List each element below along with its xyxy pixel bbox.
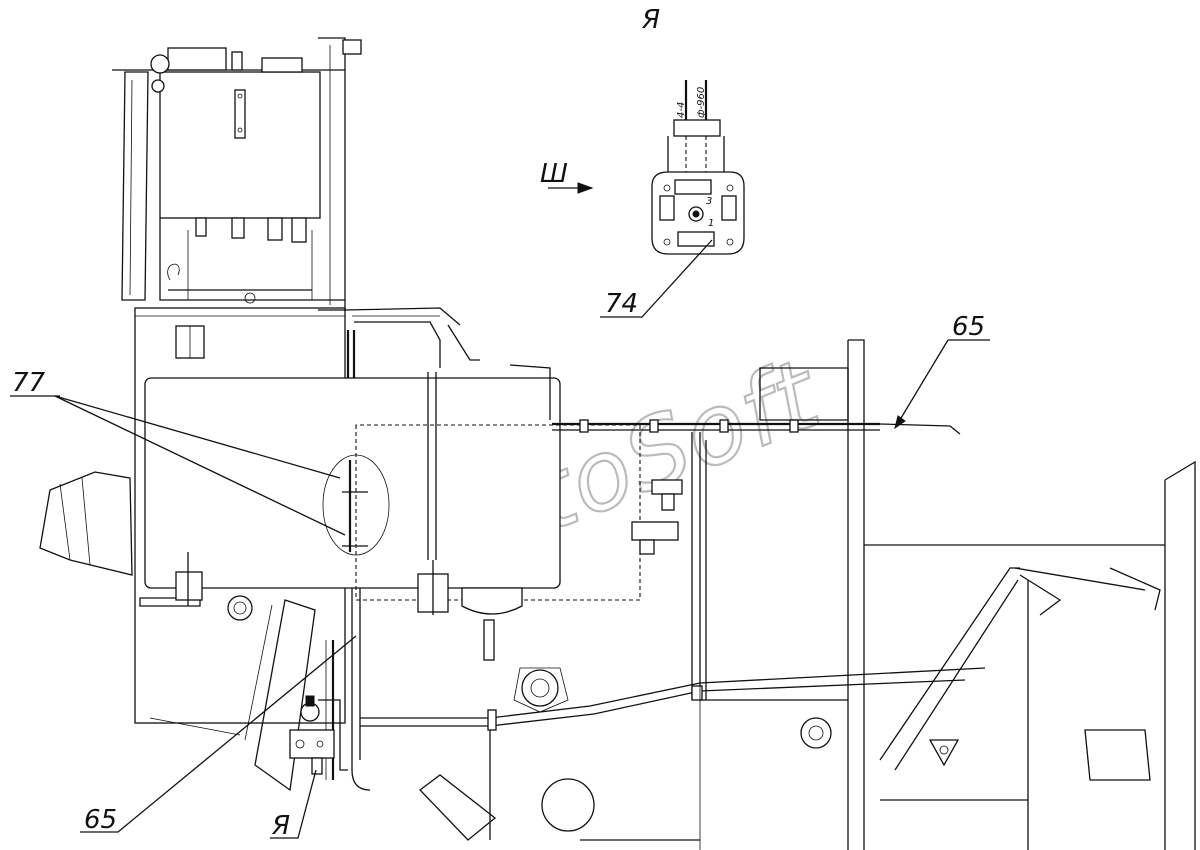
valve-block	[289, 695, 348, 775]
callout-74: 74	[605, 289, 638, 319]
pipe-label-right: ф-960	[696, 87, 707, 118]
callout-65-top: 65	[952, 312, 985, 342]
leader-lines	[10, 239, 990, 839]
pipe-label-left: 4-4	[676, 102, 687, 118]
arrow-label: Ш	[540, 159, 568, 189]
lower-tank	[144, 372, 641, 615]
detail-number-1: 1	[708, 218, 714, 229]
right-frame	[419, 339, 1196, 850]
connector-detail-view	[651, 80, 745, 255]
view-direction-arrow	[548, 182, 594, 194]
detail-number-3: 3	[706, 196, 712, 207]
callout-65-bottom: 65	[84, 805, 117, 835]
view-label-bottom: Я	[271, 811, 290, 841]
view-label-top: Я	[641, 5, 660, 35]
main-frame	[39, 307, 461, 792]
callout-77: 77	[12, 368, 46, 398]
upper-tank-assembly	[112, 37, 362, 311]
